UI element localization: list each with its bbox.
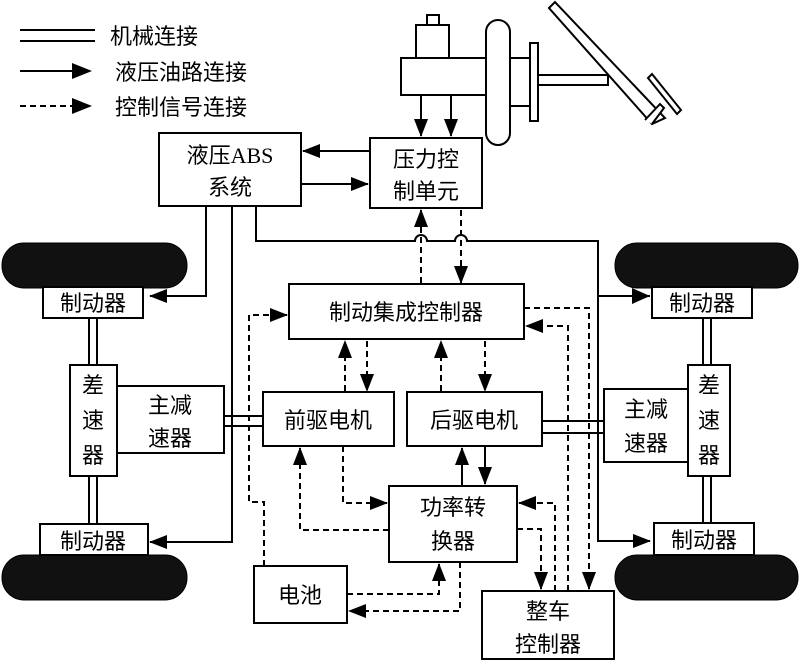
diff-right-char2: 速	[698, 409, 720, 434]
diff-right-char1: 差	[698, 374, 720, 399]
power-converter-block: 功率转 换器	[388, 485, 518, 563]
legend-hydraulic-arrow-icon	[72, 63, 92, 79]
diff-left-char3: 器	[82, 444, 104, 469]
booster-rod-housing-icon	[509, 57, 531, 107]
differential-left-block: 差 速 器	[69, 364, 118, 477]
pedal-foot-icon	[644, 102, 666, 125]
abs-to-brake-fl-line	[149, 206, 207, 303]
battery-block: 电池	[253, 565, 348, 624]
brake-fr-label: 制动器	[669, 292, 735, 317]
bcu-to-vcu-signal	[524, 307, 596, 590]
pc-to-battery-signal	[348, 562, 461, 618]
brake-front-right-block: 制动器	[651, 286, 753, 319]
pedal-arm-icon	[547, 0, 667, 126]
legend: 机械连接 液压油路连接 控制信号连接	[20, 25, 247, 121]
final-drive-left-block: 主减 速器	[116, 385, 225, 454]
front-motor-to-pc-signal	[342, 446, 388, 510]
tire-rear-right	[614, 554, 799, 601]
legend-hydraulic-label: 液压油路连接	[115, 61, 247, 86]
abs-to-brake-rl-line	[149, 206, 233, 549]
brake-rear-right-block: 制动器	[653, 522, 755, 556]
pedal-pad-icon	[646, 72, 683, 116]
pc-to-front-motor-signal	[293, 447, 389, 531]
pcu-label-line2: 制单元	[393, 180, 459, 205]
legend-control-label: 控制信号连接	[115, 96, 247, 121]
pc-to-vcu-signal	[517, 528, 548, 590]
battery-to-bcu-signal	[248, 308, 288, 566]
brake-rl-label: 制动器	[60, 530, 126, 555]
rear-motor-block: 后驱电机	[406, 391, 543, 447]
brake-rear-left-block: 制动器	[39, 523, 149, 556]
vcu-label-line2: 控制器	[515, 633, 581, 658]
legend-mechanical-label: 机械连接	[110, 25, 198, 50]
fd-left-line1: 主减	[148, 394, 192, 419]
fd-left-line2: 速器	[148, 427, 192, 452]
diff-right-char3: 器	[698, 444, 720, 469]
push-plate-icon	[529, 42, 539, 122]
pc-label-line2: 换器	[431, 530, 475, 555]
brake-front-left-block: 制动器	[42, 286, 144, 319]
brake-fl-label: 制动器	[60, 292, 126, 317]
abs-system-block: 液压ABS 系统	[158, 132, 302, 207]
abs-to-brake-fr-line	[255, 206, 650, 297]
vcu-label-line1: 整车	[526, 600, 570, 625]
brake-fr-arrow-icon	[632, 288, 650, 304]
battery-label: 电池	[278, 584, 322, 609]
diff-left-char1: 差	[82, 374, 104, 399]
diff-left-char2: 速	[82, 409, 104, 434]
booster-icon	[485, 19, 511, 146]
pressure-control-unit-block: 压力控 制单元	[369, 137, 483, 209]
abs-label-line2: 系统	[208, 176, 252, 201]
legend-control-arrow-icon	[72, 98, 92, 114]
pcu-label-line1: 压力控	[393, 148, 459, 173]
abs-label-line1: 液压ABS	[187, 143, 274, 168]
vcu-to-bcu-signal	[525, 319, 569, 591]
vcu-to-pc-signal	[518, 496, 556, 591]
front-motor-block: 前驱电机	[262, 391, 395, 447]
brake-integrated-controller-block: 制动集成控制器	[288, 283, 525, 340]
tire-front-left	[1, 242, 188, 289]
battery-to-pc-signal	[347, 563, 446, 595]
brake-pedal-assembly	[400, 0, 683, 146]
differential-right-block: 差 速 器	[687, 364, 731, 477]
bcu-label: 制动集成控制器	[329, 301, 483, 326]
push-rod-icon	[537, 74, 609, 86]
vehicle-control-unit-block: 整车 控制器	[481, 590, 615, 660]
rear-motor-label: 后驱电机	[430, 409, 518, 434]
brake-rr-label: 制动器	[671, 529, 737, 554]
tire-front-right	[614, 242, 799, 289]
abs-to-brake-rr-line	[597, 296, 651, 548]
reservoir-cap-icon	[426, 14, 440, 26]
fd-right-line1: 主减	[624, 398, 668, 423]
final-drive-right-block: 主减 速器	[603, 388, 689, 463]
fd-right-line2: 速器	[624, 432, 668, 457]
front-motor-label: 前驱电机	[284, 409, 372, 434]
master-cylinder-icon	[400, 57, 487, 96]
reservoir-icon	[415, 24, 450, 59]
pc-label-line1: 功率转	[420, 496, 486, 521]
tire-rear-left	[1, 554, 188, 601]
